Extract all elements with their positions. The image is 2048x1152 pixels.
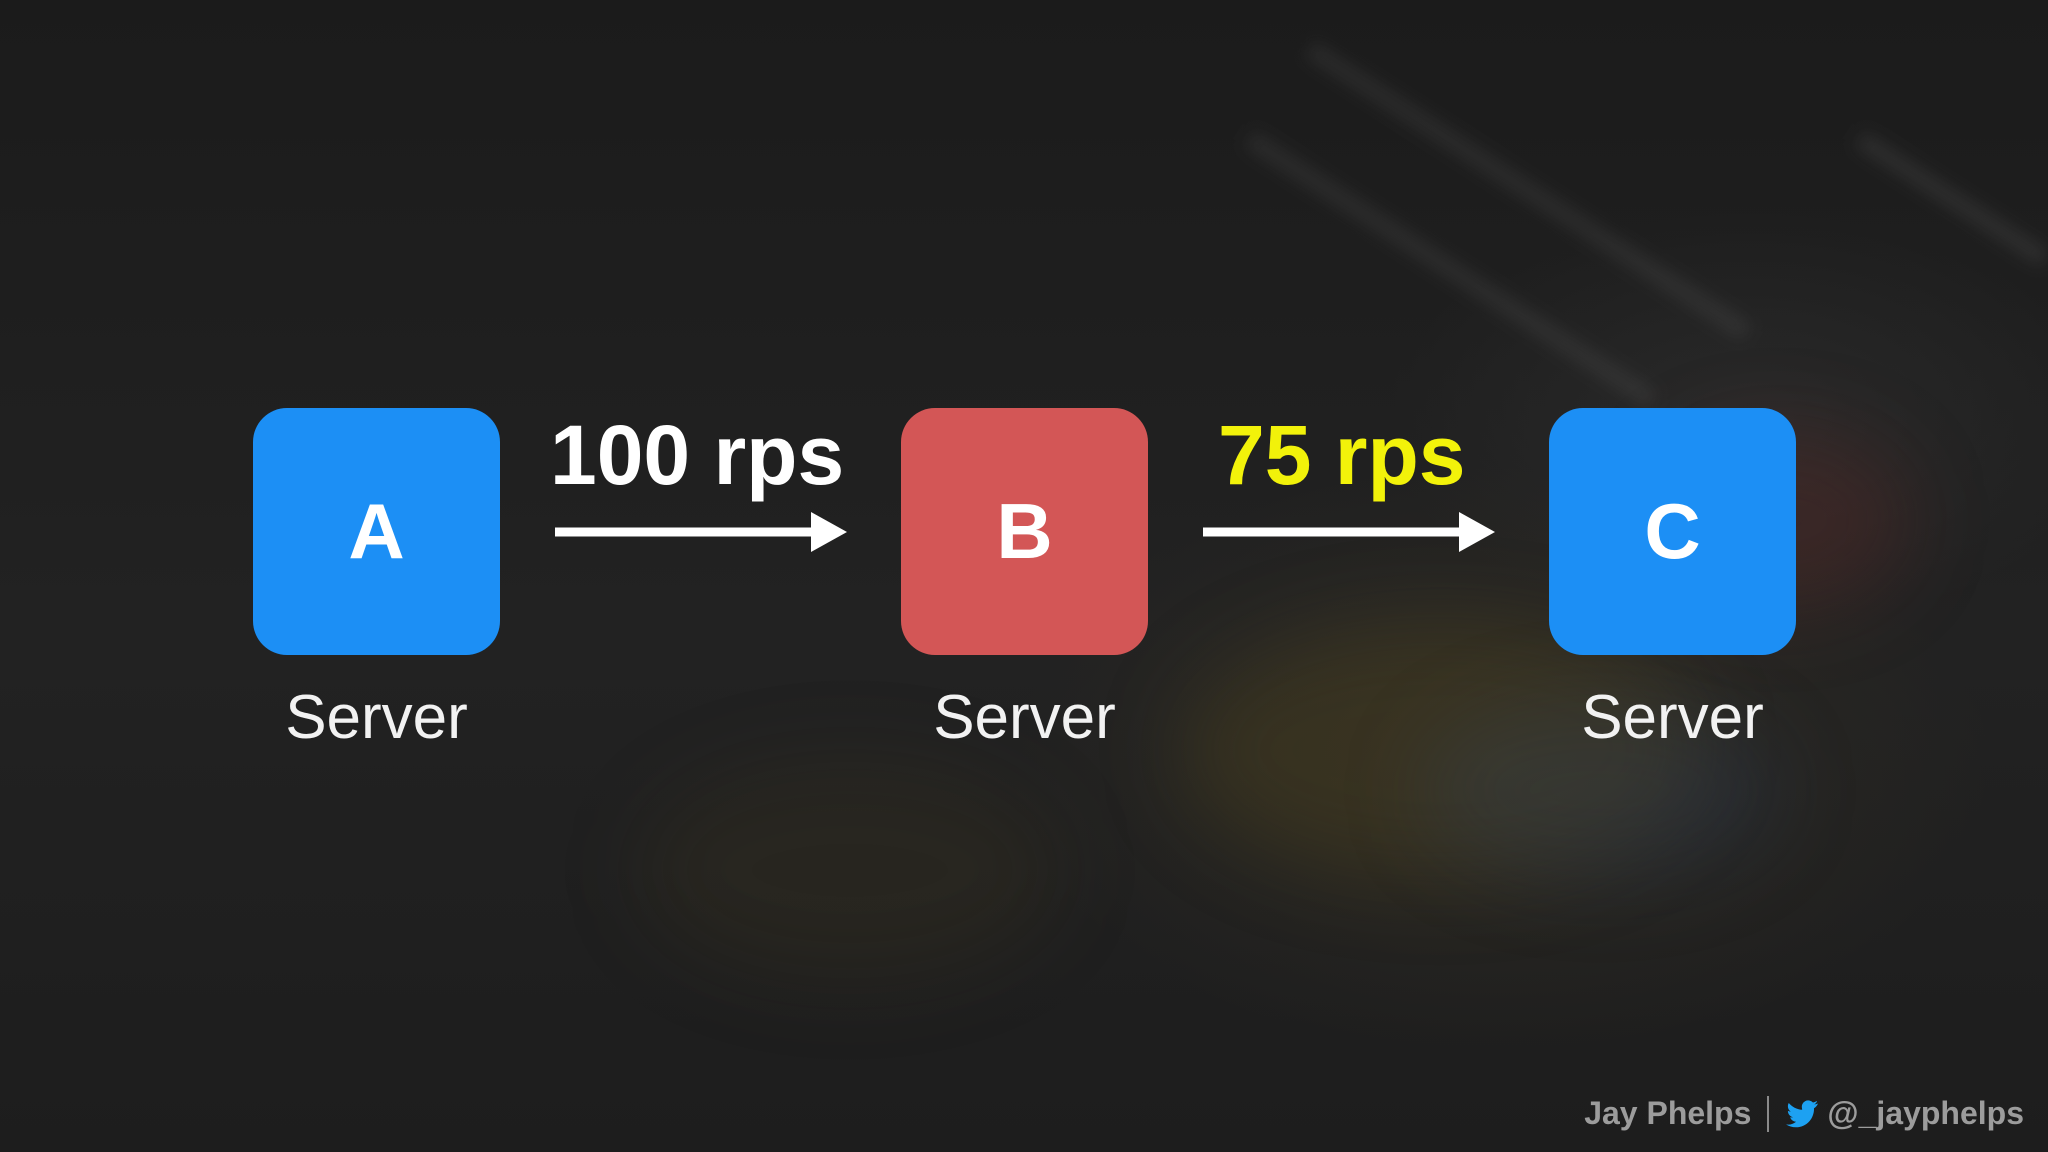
background-blob [1180, 620, 1700, 880]
background-streak [1305, 41, 1752, 340]
twitter-bird-icon [1786, 1099, 1819, 1127]
background-streak [1245, 131, 1658, 408]
node-a: A [253, 408, 500, 655]
background-streak [1855, 131, 2048, 267]
node-c-letter: C [1644, 487, 1701, 575]
node-b-label: Server [933, 683, 1116, 752]
node-c-label: Server [1581, 683, 1764, 752]
edge-bc-arrow [1203, 512, 1495, 552]
footer-credit: Jay Phelps @_jayphelps [1584, 1095, 2024, 1132]
node-a-letter: A [348, 487, 405, 575]
node-c: C [1549, 408, 1796, 655]
author-name: Jay Phelps [1584, 1095, 1752, 1131]
footer-divider [1767, 1095, 1770, 1132]
edge-ab-arrow [555, 512, 847, 552]
twitter-handle: @_jayphelps [1827, 1095, 2024, 1131]
node-b: B [901, 408, 1148, 655]
node-b-letter: B [996, 487, 1053, 575]
footer-handle-group: @_jayphelps [1785, 1095, 2024, 1132]
background-blob [640, 760, 1060, 980]
node-a-label: Server [285, 683, 468, 752]
edge-ab-label: 100 rps [550, 408, 845, 502]
background-blob [1420, 700, 1780, 880]
edge-bc-label: 75 rps [1218, 408, 1466, 502]
